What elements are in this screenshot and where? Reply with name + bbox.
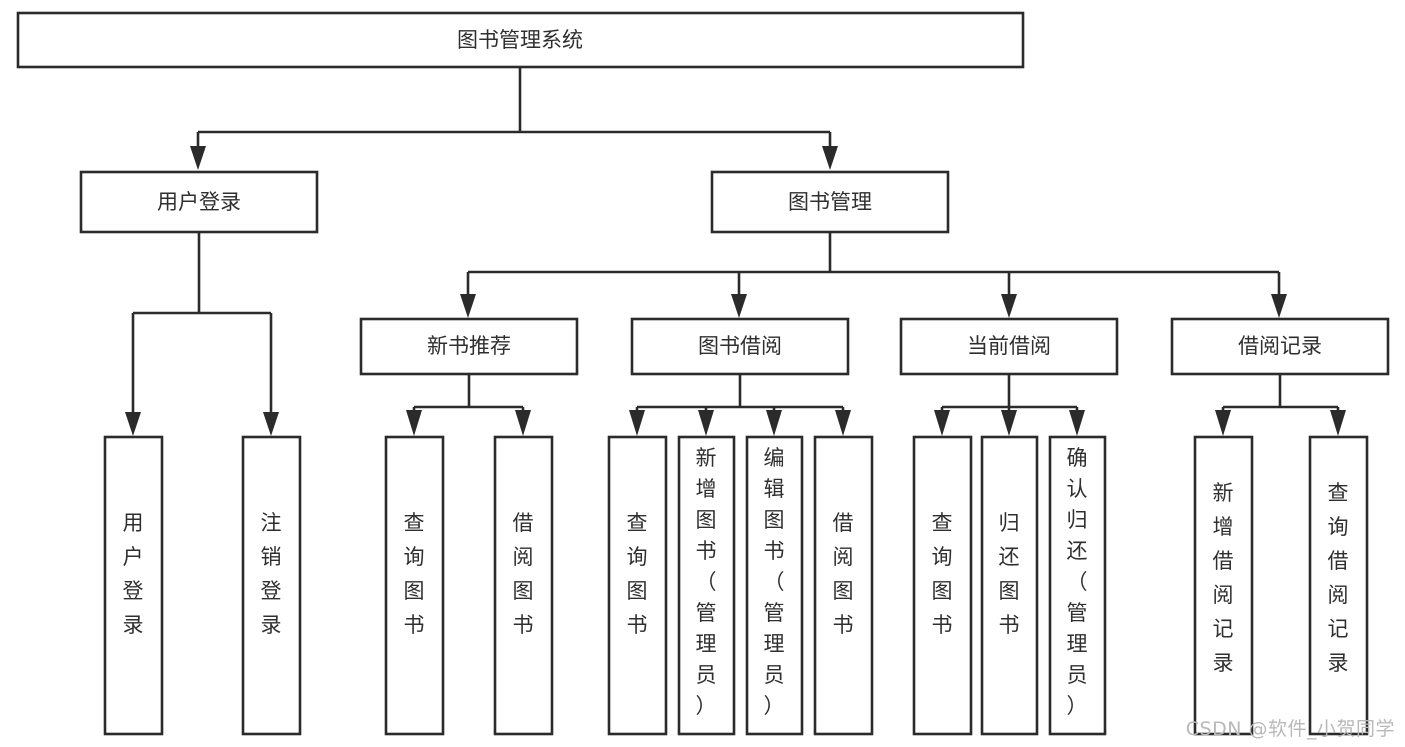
arrow-head-icon — [1215, 410, 1231, 436]
leaf-label: 新增图书（管理员） — [696, 446, 717, 718]
leaf-label: 查询借阅记录 — [1328, 481, 1349, 675]
arrow-head-icon — [1001, 294, 1017, 318]
arrow-head-icon — [190, 146, 206, 170]
arrow-head-icon — [125, 412, 141, 436]
node-book-management[interactable]: 图书管理 — [710, 170, 950, 234]
leaf-query-book-recommend[interactable]: 查询图书 — [384, 435, 445, 736]
arrow-head-icon — [629, 410, 645, 436]
node-box — [912, 435, 973, 736]
leaf-label: 注销登录 — [261, 511, 282, 637]
node-box — [899, 317, 1119, 376]
leaf-label: 借阅图书 — [513, 511, 534, 637]
leaf-query-book-borrow[interactable]: 查询图书 — [607, 435, 668, 736]
leaf-add-borrow-record[interactable]: 新增借阅记录 — [1193, 435, 1254, 736]
leaf-label: 查询图书 — [404, 511, 425, 637]
node-label: 借阅记录 — [1238, 334, 1322, 358]
leaf-user-login[interactable]: 用户登录 — [103, 435, 164, 736]
leaf-label: 新增借阅记录 — [1213, 481, 1234, 675]
arrow-head-icon — [731, 294, 747, 318]
connector-group-new-book-recommend — [406, 374, 531, 436]
node-box — [1048, 435, 1107, 736]
leaf-confirm-return-admin[interactable]: 确认归还（管理员） — [1048, 435, 1107, 736]
leaf-label: 编辑图书（管理员） — [764, 446, 785, 718]
node-user-login[interactable]: 用户登录 — [79, 170, 319, 234]
node-box — [677, 435, 736, 736]
node-box — [1308, 435, 1369, 736]
node-label: 图书借阅 — [698, 334, 782, 358]
arrow-head-icon — [1001, 410, 1017, 436]
node-box — [1170, 317, 1390, 376]
node-box — [493, 435, 554, 736]
arrow-head-icon — [1271, 294, 1287, 318]
connector-group-book-management — [460, 232, 1287, 318]
leaf-query-book-current[interactable]: 查询图书 — [912, 435, 973, 736]
node-box — [813, 435, 874, 736]
leaf-label: 借阅图书 — [833, 511, 854, 637]
node-box — [359, 317, 579, 376]
node-label: 当前借阅 — [967, 334, 1051, 358]
node-current-borrow[interactable]: 当前借阅 — [899, 317, 1119, 376]
arrow-head-icon — [835, 410, 851, 436]
node-root-system[interactable]: 图书管理系统 — [16, 11, 1025, 69]
node-box — [745, 435, 804, 736]
node-box — [630, 317, 850, 376]
node-box — [384, 435, 445, 736]
connector-group-user-login — [125, 232, 279, 436]
leaf-label: 用户登录 — [123, 511, 144, 637]
arrow-head-icon — [1330, 410, 1346, 436]
arrow-head-icon — [460, 294, 476, 318]
node-box — [79, 170, 319, 234]
leaf-edit-book-admin[interactable]: 编辑图书（管理员） — [745, 435, 804, 736]
leaf-return-book[interactable]: 归还图书 — [980, 435, 1039, 736]
arrow-head-icon — [263, 412, 279, 436]
node-label: 图书管理 — [788, 190, 872, 214]
node-box — [16, 11, 1025, 69]
arrow-head-icon — [515, 410, 531, 436]
connector-group-book-borrow — [629, 374, 851, 436]
node-box — [607, 435, 668, 736]
node-box — [241, 435, 302, 736]
connector-group-root — [190, 67, 838, 170]
node-new-book-recommend[interactable]: 新书推荐 — [359, 317, 579, 376]
csdn-watermark: CSDN @软件_小贺同学 — [1185, 718, 1395, 740]
leaf-label: 确认归还（管理员） — [1067, 446, 1088, 718]
arrow-head-icon — [822, 146, 838, 170]
node-label: 新书推荐 — [427, 334, 511, 358]
leaf-label: 归还图书 — [999, 511, 1020, 637]
node-book-borrow[interactable]: 图书借阅 — [630, 317, 850, 376]
node-box — [980, 435, 1039, 736]
leaf-borrow-book-recommend[interactable]: 借阅图书 — [493, 435, 554, 736]
leaf-borrow-book[interactable]: 借阅图书 — [813, 435, 874, 736]
leaf-label: 查询图书 — [627, 511, 648, 637]
leaf-label: 查询图书 — [932, 511, 953, 637]
leaf-query-borrow-record[interactable]: 查询借阅记录 — [1308, 435, 1369, 736]
arrow-head-icon — [766, 410, 782, 436]
leaf-add-book-admin[interactable]: 新增图书（管理员） — [677, 435, 736, 736]
arrow-head-icon — [406, 410, 422, 436]
arrow-head-icon — [934, 410, 950, 436]
node-box — [103, 435, 164, 736]
node-box — [1193, 435, 1254, 736]
leaf-logout[interactable]: 注销登录 — [241, 435, 302, 736]
node-label: 用户登录 — [157, 190, 241, 214]
connector-group-current-borrow — [934, 374, 1085, 436]
node-borrow-record[interactable]: 借阅记录 — [1170, 317, 1390, 376]
connector-group-borrow-record — [1215, 374, 1346, 436]
arrow-head-icon — [698, 410, 714, 436]
node-label: 图书管理系统 — [457, 28, 583, 52]
arrow-head-icon — [1069, 410, 1085, 436]
